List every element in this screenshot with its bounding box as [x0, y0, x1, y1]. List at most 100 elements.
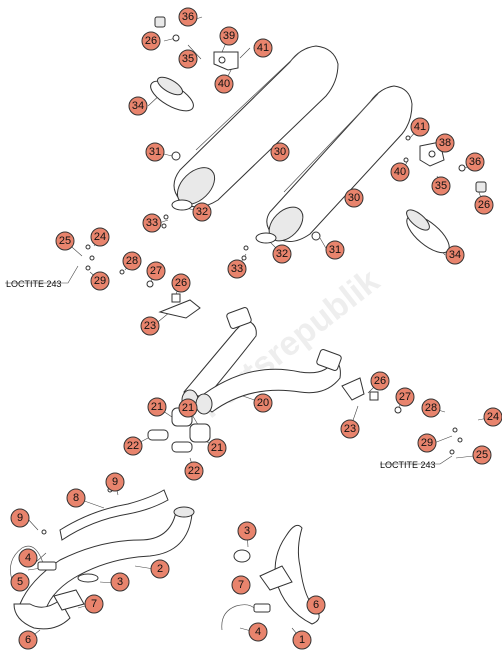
- svg-text:1: 1: [299, 634, 305, 646]
- svg-text:22: 22: [127, 440, 139, 452]
- svg-text:26: 26: [145, 35, 157, 47]
- svg-text:34: 34: [132, 100, 144, 112]
- callout-c22b: 22: [184, 461, 204, 481]
- svg-text:35: 35: [182, 53, 194, 65]
- callout-c21b: 21: [178, 398, 198, 418]
- svg-text:28: 28: [126, 255, 138, 267]
- callout-c3b: 3: [237, 521, 257, 541]
- callout-c7a: 7: [84, 594, 104, 614]
- svg-text:35: 35: [435, 180, 447, 192]
- callout-c31b: 31: [325, 240, 345, 260]
- callout-c29a: 29: [90, 271, 110, 291]
- svg-text:21: 21: [211, 442, 223, 454]
- svg-text:25: 25: [59, 235, 71, 247]
- callout-c31a: 31: [145, 142, 165, 162]
- callout-c29b: 29: [417, 433, 437, 453]
- svg-text:3: 3: [244, 525, 250, 537]
- svg-text:26: 26: [478, 199, 490, 211]
- svg-text:22: 22: [188, 465, 200, 477]
- callout-c36a: 36: [178, 7, 198, 27]
- heat-shield: [59, 489, 169, 541]
- callout-c21a: 21: [147, 397, 167, 417]
- callout-c7b: 7: [231, 575, 251, 595]
- svg-text:40: 40: [218, 78, 230, 90]
- callout-c4b: 4: [248, 622, 268, 642]
- svg-text:5: 5: [17, 576, 23, 588]
- svg-text:31: 31: [329, 244, 341, 256]
- bracket-top: [213, 51, 239, 71]
- callout-c9a: 9: [105, 472, 125, 492]
- muffler-left: [173, 45, 339, 208]
- svg-text:7: 7: [238, 579, 244, 591]
- svg-text:6: 6: [25, 634, 31, 646]
- callout-c26b: 26: [474, 195, 494, 215]
- svg-text:23: 23: [344, 423, 356, 435]
- svg-text:32: 32: [196, 206, 208, 218]
- callout-c30a: 30: [270, 142, 290, 162]
- header-pipe: [13, 506, 195, 630]
- callout-c26d: 26: [370, 371, 390, 391]
- svg-text:24: 24: [94, 231, 106, 243]
- svg-text:27: 27: [150, 265, 162, 277]
- svg-text:4: 4: [255, 626, 261, 638]
- svg-text:21: 21: [182, 402, 194, 414]
- callout-c33a: 33: [142, 213, 162, 233]
- callout-c28b: 28: [421, 398, 441, 418]
- callout-c28a: 28: [122, 251, 142, 271]
- callout-c8: 8: [66, 488, 86, 508]
- svg-text:38: 38: [439, 137, 451, 149]
- callout-c40b: 40: [390, 162, 410, 182]
- callout-c23b: 23: [340, 419, 360, 439]
- callout-c9b: 9: [10, 508, 30, 528]
- callout-c32b: 32: [272, 244, 292, 264]
- callout-c21c: 21: [207, 438, 227, 458]
- svg-text:41: 41: [414, 121, 426, 133]
- svg-text:30: 30: [274, 146, 286, 158]
- svg-text:9: 9: [112, 476, 118, 488]
- svg-text:20: 20: [257, 397, 269, 409]
- callout-c2: 2: [150, 559, 170, 579]
- callout-c26a: 26: [141, 31, 161, 51]
- callout-c35b: 35: [431, 176, 451, 196]
- svg-text:32: 32: [276, 248, 288, 260]
- callout-c26c: 26: [171, 273, 191, 293]
- callout-c27a: 27: [146, 261, 166, 281]
- callout-c25b: 25: [472, 445, 492, 465]
- callout-group: 36 26 35 34 39 41 40 31 30 32 33 41 38 4…: [10, 7, 502, 650]
- svg-text:30: 30: [348, 192, 360, 204]
- svg-text:40: 40: [394, 166, 406, 178]
- callout-c23a: 23: [140, 316, 160, 336]
- svg-text:29: 29: [421, 437, 433, 449]
- callout-c34a: 34: [128, 96, 148, 116]
- callout-c22a: 22: [123, 436, 143, 456]
- svg-text:8: 8: [73, 492, 79, 504]
- svg-text:23: 23: [144, 320, 156, 332]
- callout-c36b: 36: [465, 152, 485, 172]
- svg-text:27: 27: [399, 391, 411, 403]
- svg-text:9: 9: [17, 512, 23, 524]
- callout-c38: 38: [435, 133, 455, 153]
- svg-text:41: 41: [257, 42, 269, 54]
- svg-text:28: 28: [425, 402, 437, 414]
- note-loctite-right: LOCTITE 243: [380, 460, 436, 470]
- callout-c41b: 41: [410, 117, 430, 137]
- callout-c6b: 6: [306, 595, 326, 615]
- lambda-sensors: [10, 545, 271, 631]
- callout-c6a: 6: [18, 630, 38, 650]
- svg-text:33: 33: [231, 263, 243, 275]
- svg-text:26: 26: [175, 277, 187, 289]
- small-hardware: [41, 16, 487, 535]
- callout-c32a: 32: [192, 202, 212, 222]
- note-loctite-left: LOCTITE 243: [6, 279, 62, 289]
- callout-c20: 20: [253, 393, 273, 413]
- svg-text:6: 6: [313, 599, 319, 611]
- callout-c25a: 25: [55, 231, 75, 251]
- svg-text:7: 7: [91, 598, 97, 610]
- callout-c1: 1: [292, 630, 312, 650]
- svg-text:26: 26: [374, 375, 386, 387]
- callout-c24b: 24: [483, 407, 502, 427]
- callout-c41a: 41: [253, 38, 273, 58]
- svg-text:39: 39: [223, 30, 235, 42]
